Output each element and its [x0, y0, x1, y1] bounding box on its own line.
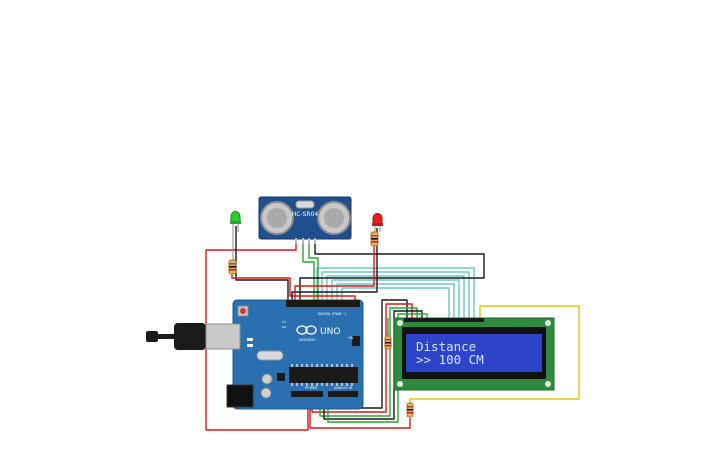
wire-lcd-d4[interactable] [331, 279, 460, 318]
power-header[interactable] [291, 391, 323, 397]
sensor-label: HC-SR04 [292, 211, 319, 218]
lcd-line-2: >> 100 CM [416, 352, 484, 367]
usb-connector [205, 323, 241, 350]
wire-lcd-d3[interactable] [326, 275, 465, 318]
crystal [256, 350, 284, 361]
arduino-uno-board[interactable]: UNO ARDUINO DIGITAL (PWM ~) ON TX RX POW… [146, 299, 364, 410]
wire-led-green-anode[interactable] [235, 226, 289, 300]
power-label: POWER [305, 386, 318, 390]
wire-sensor-trig[interactable] [302, 236, 315, 300]
wire-lcd-backlight[interactable] [409, 305, 580, 405]
wire-sensor-echo[interactable] [308, 236, 319, 300]
usb-cable[interactable] [146, 323, 206, 350]
wire-led-red-gnd[interactable] [291, 228, 378, 300]
digital-pwm-label: DIGITAL (PWM ~) [318, 312, 346, 316]
ultrasonic-sensor[interactable]: HC-SR04 [258, 196, 352, 244]
wire-lcd-a-res[interactable] [309, 397, 411, 429]
atmega-chip [289, 367, 358, 383]
lcd-16x2-module[interactable]: Distance >> 100 CM [393, 317, 555, 391]
analog-header[interactable] [328, 391, 358, 397]
resistor-green-led[interactable] [228, 259, 237, 275]
tx-label: TX [281, 320, 286, 324]
on-label: ON [348, 336, 354, 340]
lcd-pin-header [404, 318, 484, 322]
rx-label: RX [282, 325, 286, 329]
arduino-brand-label: ARDUINO [299, 338, 316, 342]
resistor-red-led[interactable] [370, 231, 379, 247]
wire-led-red-res[interactable] [294, 246, 375, 300]
wire-led-green-res[interactable] [231, 272, 356, 300]
wire-lcd-v0[interactable] [319, 307, 418, 417]
resistor-lcd-backlight[interactable] [406, 402, 414, 418]
lcd-screen [406, 334, 542, 372]
arduino-model-label: UNO [320, 327, 340, 337]
lcd-line-1: Distance [416, 339, 476, 354]
analog-in-label: ANALOG IN [334, 386, 353, 390]
wire-lcd-en[interactable] [341, 287, 450, 318]
wire-sensor-gnd[interactable] [299, 236, 485, 300]
led-red[interactable] [372, 213, 383, 232]
wire-lcd-d1[interactable] [316, 267, 475, 318]
arduino-logo [296, 325, 317, 335]
capacitor-2 [260, 387, 272, 399]
power-jack [226, 384, 254, 408]
digital-header[interactable] [286, 300, 360, 307]
led-green[interactable] [230, 211, 241, 261]
resistor-lcd-contrast[interactable] [384, 335, 392, 350]
icsp-header [352, 336, 360, 346]
capacitor-1 [261, 373, 273, 385]
sensor-pins [295, 238, 316, 244]
